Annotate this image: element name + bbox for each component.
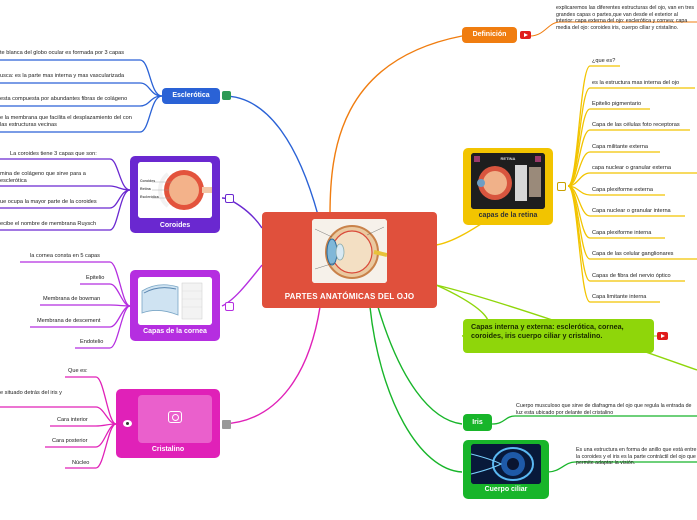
retina-leaf: Capa de las células foto receptoras	[592, 122, 680, 128]
cristalino-leaf: Cara posterior	[52, 438, 88, 444]
coroides-leaf: La coroides tiene 3 capas que son:	[10, 151, 97, 157]
esclerotica-leaf: esta compuesta por abundantes fibras de …	[0, 96, 128, 102]
cornea-leaf: la cornea consta en 5 capas	[30, 253, 100, 259]
cornea-leaf: Endotelio	[80, 339, 104, 345]
iris-node[interactable]: Iris	[463, 414, 492, 431]
camera-icon	[168, 411, 182, 423]
cristalino-node[interactable]: Cristalino	[116, 389, 220, 458]
retina-leaf: Capa militante externa	[592, 144, 648, 150]
definicion-node[interactable]: Definición	[462, 27, 517, 43]
iris-label: Iris	[472, 419, 483, 426]
esclerotica-leaf: usca: es la parte mas interna y mas vasc…	[0, 73, 125, 79]
cuerpo-ciliar-text: Es una estructura en forma de anillo que…	[576, 447, 697, 467]
coroides-leaf: ue ocupa la mayor parte de la coroides	[0, 199, 97, 205]
cornea-leaf: Membrana de descement	[37, 318, 101, 324]
eye-icon	[123, 420, 132, 427]
eye-anatomy-image	[312, 219, 387, 283]
capas-interna-externa-label: Capas interna y externa: esclerótica, co…	[471, 322, 624, 340]
retina-leaf: es la estructura mas interna del ojo	[592, 80, 680, 86]
esclerotica-label: Esclerótica	[172, 92, 210, 99]
coroides-leaf: ecibe el nombre de membrana Ruysch	[0, 221, 97, 227]
cristalino-leaf: Que es:	[68, 368, 88, 374]
retina-leaf: Capa de las celular ganglionares	[592, 251, 674, 257]
retina-leaf: ¿que es?	[592, 58, 616, 64]
youtube-icon[interactable]	[657, 332, 668, 340]
coroides-image-label: Coroides	[140, 179, 156, 183]
cornea-node[interactable]: Capas de la cornea	[130, 270, 220, 341]
cornea-label: Capas de la cornea	[143, 328, 207, 335]
cristalino-image-placeholder	[138, 395, 212, 443]
coroides-image-label: Retina	[140, 187, 151, 191]
coroides-node[interactable]: Coroides Retina Esclerótica Coroides	[130, 156, 220, 233]
retina-leaf: Capa nuclear o granular interna	[592, 208, 671, 214]
youtube-icon[interactable]	[520, 31, 531, 39]
esclerotica-leaf: e la membrana que facilita el desplazami…	[0, 115, 132, 128]
cristalino-leaf: Cara interior	[57, 417, 88, 423]
coroides-image: Coroides Retina Esclerótica	[138, 162, 212, 218]
retina-leaf: capa nuclear o granular externa	[592, 165, 671, 171]
retina-image: RETINA	[471, 153, 545, 209]
cornea-leaf: Epitelio	[86, 275, 105, 281]
esclerotica-node[interactable]: Esclerótica	[162, 88, 220, 104]
cuerpo-ciliar-node[interactable]: Cuerpo ciliar	[463, 440, 549, 499]
retina-leaf: Epitelio pigmentario	[592, 101, 642, 107]
definicion-text: explicaremos las diferentes estructuras …	[556, 5, 695, 31]
retina-leaf: Capa plexiforme externa	[592, 187, 653, 193]
coroides-label: Coroides	[159, 222, 191, 229]
definicion-label: Definición	[472, 31, 507, 38]
central-node[interactable]: PARTES ANATÓMICAS DEL OJO	[262, 212, 437, 308]
coroides-image-label: Esclerótica	[140, 195, 159, 199]
retina-leaf: Capa limitante interna	[592, 294, 647, 300]
cornea-leaf: Membrana de bowman	[43, 296, 101, 302]
link-icon[interactable]	[222, 91, 231, 100]
link-icon[interactable]	[225, 194, 234, 203]
link-icon[interactable]	[557, 182, 566, 191]
capas-interna-externa-node[interactable]: Capas interna y externa: esclerótica, co…	[463, 319, 654, 353]
iris-text: Cuerpo musculoso que sirve de diafragma …	[516, 403, 692, 416]
cuerpo-ciliar-label: Cuerpo ciliar	[484, 486, 528, 493]
cristalino-leaf: e situado detrás del iris y	[0, 390, 62, 396]
retina-image-title: RETINA	[500, 156, 516, 161]
retina-node[interactable]: RETINA capas de la retina	[463, 148, 553, 225]
retina-leaf: Capas de fibra del nervio óptico	[592, 273, 671, 279]
link-icon[interactable]	[225, 302, 234, 311]
cristalino-label: Cristalino	[151, 446, 185, 453]
retina-label: capas de la retina	[478, 212, 538, 219]
cristalino-leaf: Núcleo	[72, 460, 90, 466]
esclerotica-leaf: te blanca del globo ocular es formada po…	[0, 50, 125, 56]
coroides-leaf: mina de colágeno que sirve para a escler…	[0, 171, 86, 184]
central-title: PARTES ANATÓMICAS DEL OJO	[284, 292, 415, 301]
cornea-image	[138, 277, 212, 325]
cuerpo-ciliar-image	[471, 444, 541, 484]
retina-leaf: Capa plexiforme interna	[592, 230, 652, 236]
link-icon[interactable]	[222, 420, 231, 429]
